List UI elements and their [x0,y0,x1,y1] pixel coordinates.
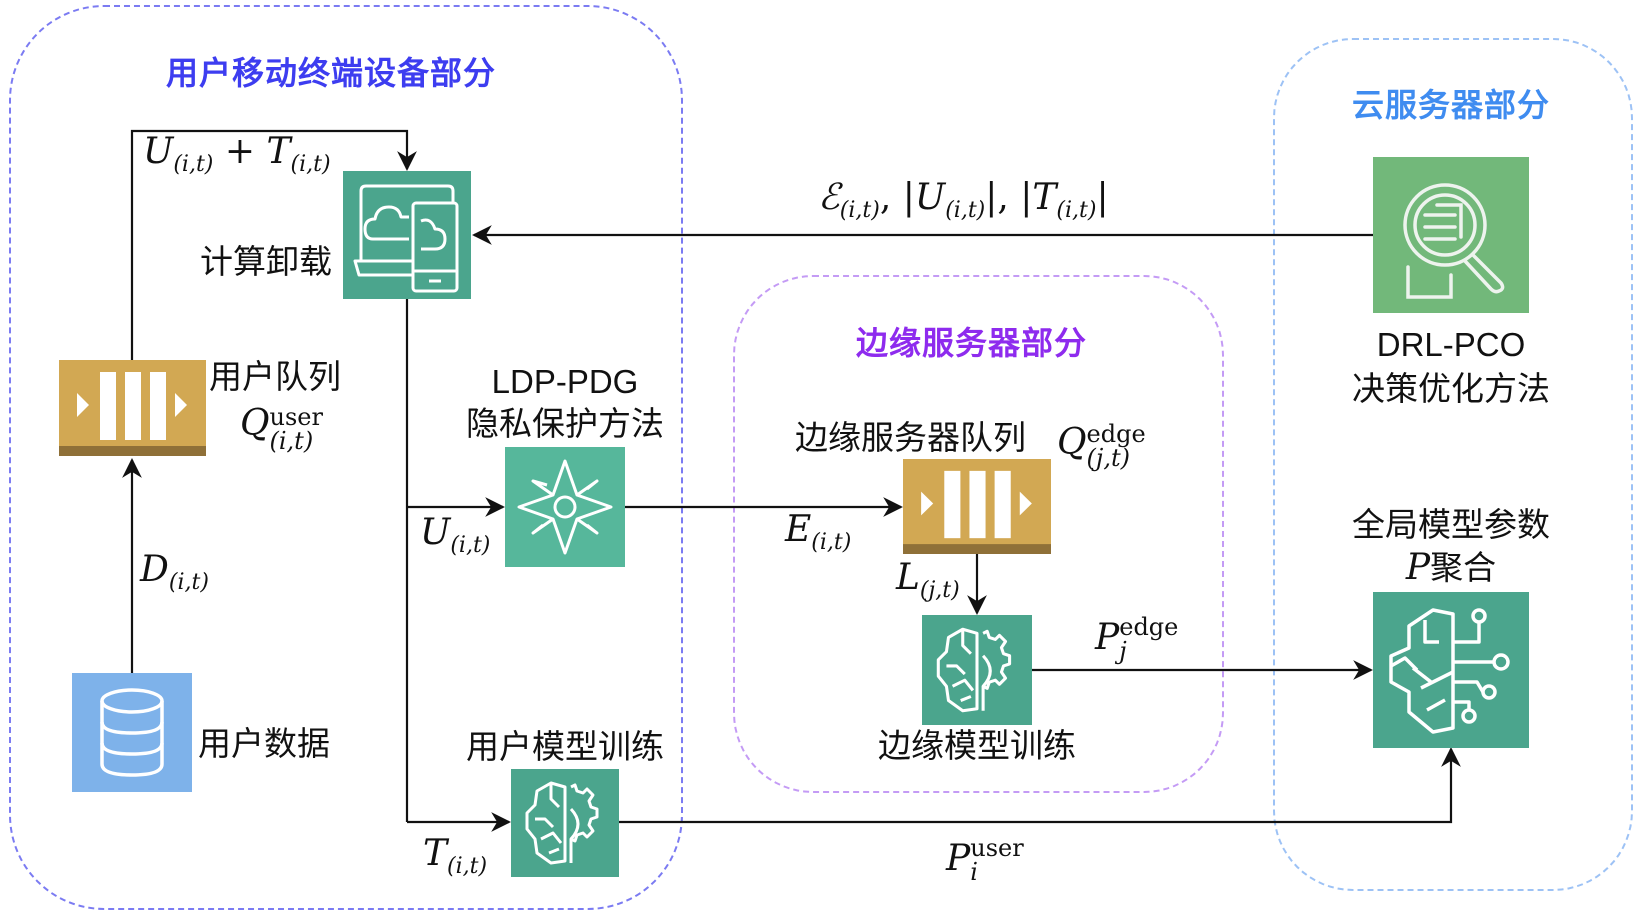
magnifier-document-icon [1403,183,1505,299]
u-label: U(i,t) [420,512,491,559]
p-symbol: P [1405,547,1431,588]
user-queue-node[interactable] [59,360,206,456]
ldp-label-line1: LDP-PDG [491,363,639,400]
drl-node[interactable] [1373,157,1529,313]
user-region-title: 用户移动终端设备部分 [166,54,497,92]
drl-label-line1: DRL-PCO [1376,326,1526,363]
edge-train-label: 边缘模型训练 [878,726,1076,765]
cloud-region-title: 云服务器部分 [1352,86,1551,124]
ldp-label-line2: 隐私保护方法 [466,404,664,443]
star-compass-icon [517,459,613,555]
edge-region-title: 边缘服务器部分 [856,324,1088,362]
user-queue-label: 用户队列 [209,357,341,396]
offload-node[interactable] [343,171,471,299]
global-label-line2: P聚合 [1405,547,1497,588]
ldp-node[interactable] [505,447,625,567]
u-plus-t-label: U(i,t) + T(i,t) [143,131,331,178]
brain-gear-icon [936,627,1012,713]
laptop-phone-cloud-icon [353,184,459,293]
edge-queue-label: 边缘服务器队列 [795,418,1026,457]
brain-gear-icon [525,781,599,865]
edge-train-node[interactable] [922,615,1032,725]
database-icon [100,688,164,777]
user-data-node[interactable] [72,673,192,792]
user-train-label: 用户模型训练 [466,727,664,766]
feedback-label: ℰ(i,t), |U(i,t)|, |T(i,t)| [818,177,1109,224]
edge-queue-node[interactable] [903,459,1051,554]
user-data-label: 用户数据 [198,724,330,763]
brain-circuit-icon [1389,608,1510,734]
t-label: T(i,t) [423,833,488,880]
queue-icon [59,372,206,456]
queue-icon [903,470,1051,554]
l-label: L(j,t) [896,557,960,604]
user-train-node[interactable] [511,769,619,877]
global-label-line1: 全局模型参数 [1352,505,1550,544]
global-aggregation-node[interactable] [1373,592,1529,748]
drl-label-line2: 决策优化方法 [1352,369,1550,408]
offload-label: 计算卸载 [200,242,332,281]
e-label: E(i,t) [785,509,852,556]
user-device-region [9,5,683,910]
cloud-server-region [1273,38,1633,891]
d-label: D(i,t) [140,549,209,596]
